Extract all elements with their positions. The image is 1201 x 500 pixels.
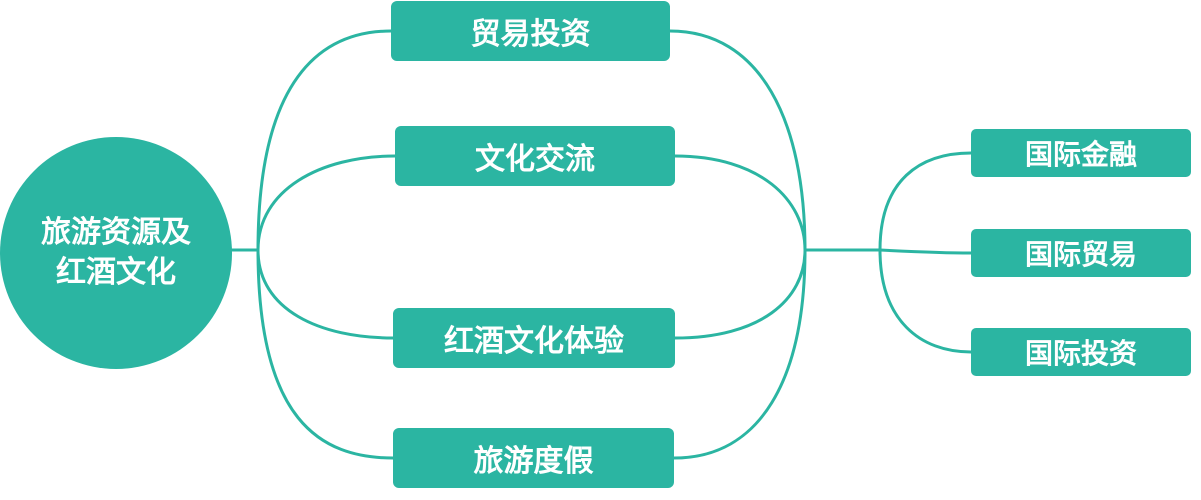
right-node-international-trade: 国际贸易 (971, 229, 1191, 277)
connector-mid-2-to-right (673, 248, 807, 340)
connector-mid-1-to-right (673, 154, 807, 252)
center-node-line2: 红酒文化 (56, 255, 176, 290)
connector-left-to-mid-2 (256, 248, 395, 340)
connector-left-to-mid-1 (256, 154, 397, 252)
middle-node-wine-culture-experience: 红酒文化体验 (393, 308, 675, 368)
right-node-international-finance: 国际金融 (971, 129, 1191, 177)
connector-right-to-0 (878, 151, 973, 252)
connector-left-to-mid-3 (256, 248, 395, 460)
connector-left-to-mid-0 (256, 29, 393, 252)
connector-mid-3-to-right (672, 248, 807, 460)
right-node-international-investment: 国际投资 (971, 328, 1191, 376)
connector-mid-0-to-right (668, 29, 807, 252)
middle-node-tourism-vacation: 旅游度假 (393, 428, 674, 488)
connector-right-to-1 (878, 248, 973, 255)
center-node: 旅游资源及 红酒文化 (0, 137, 232, 369)
middle-node-trade-investment: 贸易投资 (391, 1, 670, 61)
center-node-line1: 旅游资源及 (41, 215, 191, 250)
connector-right-to-2 (878, 248, 973, 354)
middle-node-cultural-exchange: 文化交流 (395, 126, 675, 186)
